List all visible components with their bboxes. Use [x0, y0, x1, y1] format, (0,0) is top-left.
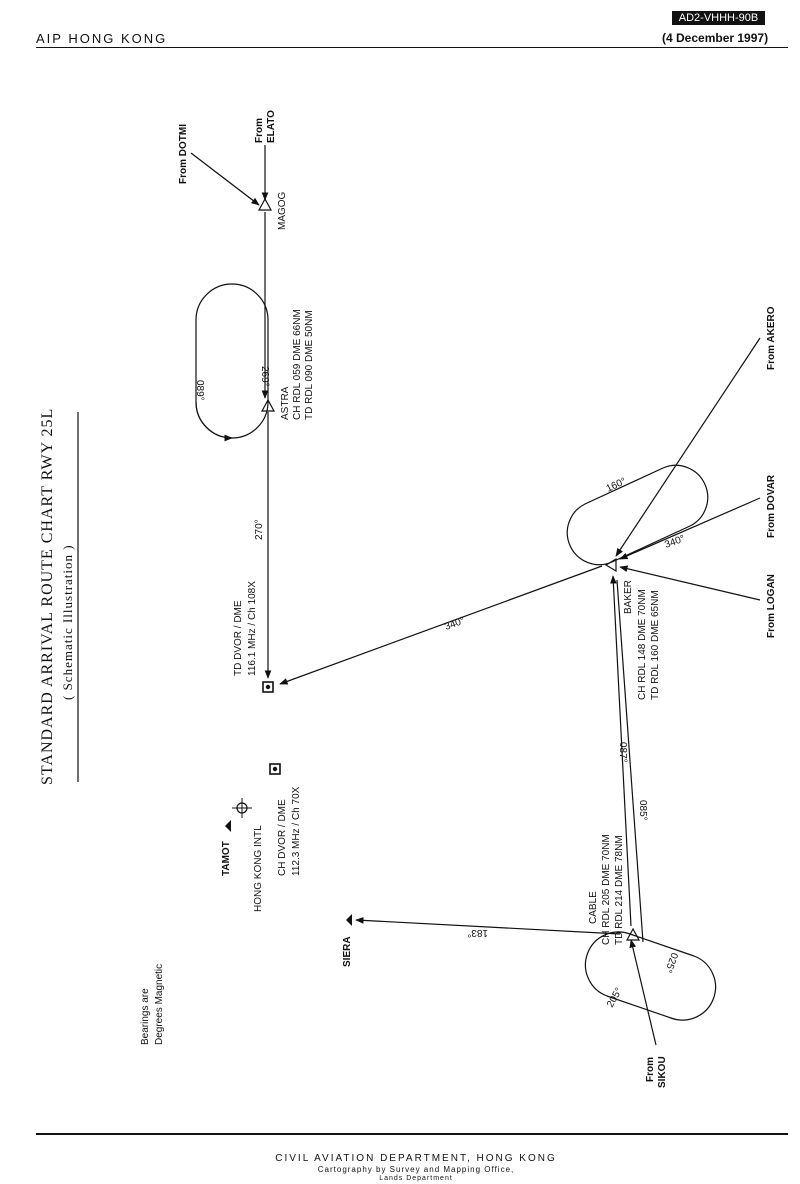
- bearing-340-td: 340°: [443, 615, 466, 632]
- waypoint-baker-radial-ch: CH RDL 148 DME 70NM: [637, 589, 648, 700]
- header-rule: [36, 47, 788, 48]
- waypoint-cable-radial-td: TD RDL 214 DME 78NM: [614, 835, 625, 945]
- waypoint-baker-symbol: [604, 557, 617, 573]
- bearing-160: 160°: [605, 476, 628, 495]
- footer-rule: [36, 1133, 788, 1135]
- bearing-087: 087°: [617, 742, 628, 763]
- bearings-note-line1: Bearings are: [140, 988, 151, 1045]
- bearing-183: 183°: [467, 927, 488, 938]
- chart-subtitle: ( Schematic Illustration ): [60, 544, 75, 700]
- from-dotmi-label: From DOTMI: [178, 124, 189, 184]
- airport-symbol: [232, 798, 252, 818]
- from-dovar-label: From DOVAR: [766, 474, 777, 538]
- waypoint-astra-radial-ch: CH RDL 059 DME 66NM: [292, 309, 303, 420]
- ch-navaid-frequency: 112.3 MHz / Ch 70X: [291, 786, 302, 876]
- waypoint-magog-symbol: [257, 197, 273, 211]
- route-from-logan: [619, 565, 761, 601]
- from-logan-label: From LOGAN: [766, 574, 777, 638]
- ch-navaid-name: CH DVOR / DME: [277, 799, 288, 876]
- from-sikou-label-line1: From: [645, 1057, 656, 1082]
- waypoint-astra-symbol: [260, 398, 276, 412]
- holding-pattern-cable: [584, 931, 717, 1021]
- footer-authority: CIVIL AVIATION DEPARTMENT, HONG KONG: [275, 1153, 557, 1164]
- route-baker-td: [279, 565, 603, 685]
- waypoint-baker-radial-td: TD RDL 160 DME 65NM: [650, 590, 661, 700]
- from-akero-label: From AKERO: [766, 306, 777, 370]
- route-from-akero: [615, 337, 761, 557]
- ch-dvor-dme-symbol: [269, 763, 281, 775]
- waypoint-baker-label: BAKER: [623, 580, 634, 614]
- waypoint-astra-radial-td: TD RDL 090 DME 50NM: [304, 310, 315, 420]
- route-baker-cable: [616, 579, 644, 943]
- waypoint-tamot-label: TAMOT: [221, 841, 232, 876]
- waypoint-cable-radial-ch: CH RDL 205 DME 70NM: [601, 834, 612, 945]
- airport-label: HONG KONG INTL: [253, 825, 264, 912]
- bearing-089: 089°: [194, 380, 205, 401]
- bearing-270: 270°: [254, 519, 265, 540]
- holding-pattern-astra: [195, 283, 269, 439]
- footer-cartography: Cartography by Survey and Mapping Office…: [317, 1165, 515, 1174]
- waypoint-siera-symbol: [346, 914, 352, 926]
- publication-name: AIP HONG KONG: [36, 31, 168, 46]
- waypoint-tamot-symbol: [225, 820, 231, 832]
- bearings-note-line2: Degrees Magnetic: [154, 964, 165, 1045]
- waypoint-cable-symbol: [625, 927, 641, 941]
- from-elato-label-line2: ELATO: [266, 110, 277, 143]
- route-from-dotmi: [190, 152, 260, 206]
- bearing-269: 269°: [259, 366, 270, 387]
- route-from-dovar: [619, 497, 761, 560]
- holding-pattern-baker: [566, 464, 709, 566]
- bearing-025: 025°: [662, 951, 679, 974]
- waypoint-astra-label: ASTRA: [280, 386, 291, 420]
- page-reference-badge: AD2-VHHH-90B: [672, 11, 765, 25]
- holding-turn-arrow-astra: [195, 401, 233, 442]
- bearing-340-dovar: 340°: [663, 533, 686, 550]
- waypoint-siera-label: SIERA: [342, 936, 353, 967]
- from-elato-label-line1: From: [254, 118, 265, 143]
- chart-title: STANDARD ARRIVAL ROUTE CHART RWY 25L: [39, 408, 56, 785]
- footer-department: Lands Department: [379, 1175, 453, 1182]
- route-cable-siera: [355, 917, 621, 935]
- waypoint-magog-label: MAGOG: [277, 191, 288, 230]
- td-navaid-frequency: 116.1 MHz / Ch 108X: [247, 581, 258, 676]
- td-navaid-name: TD DVOR / DME: [233, 600, 244, 676]
- td-dvor-dme-symbol: [262, 681, 274, 693]
- bearing-085: 085°: [637, 800, 648, 821]
- bearing-205: 205°: [605, 986, 625, 1009]
- route-cable-baker: [610, 575, 632, 927]
- waypoint-cable-label: CABLE: [588, 891, 599, 924]
- from-sikou-label-line2: SIKOU: [657, 1056, 668, 1088]
- route-sikou-cable: [629, 939, 657, 1046]
- publication-date: (4 December 1997): [662, 31, 769, 45]
